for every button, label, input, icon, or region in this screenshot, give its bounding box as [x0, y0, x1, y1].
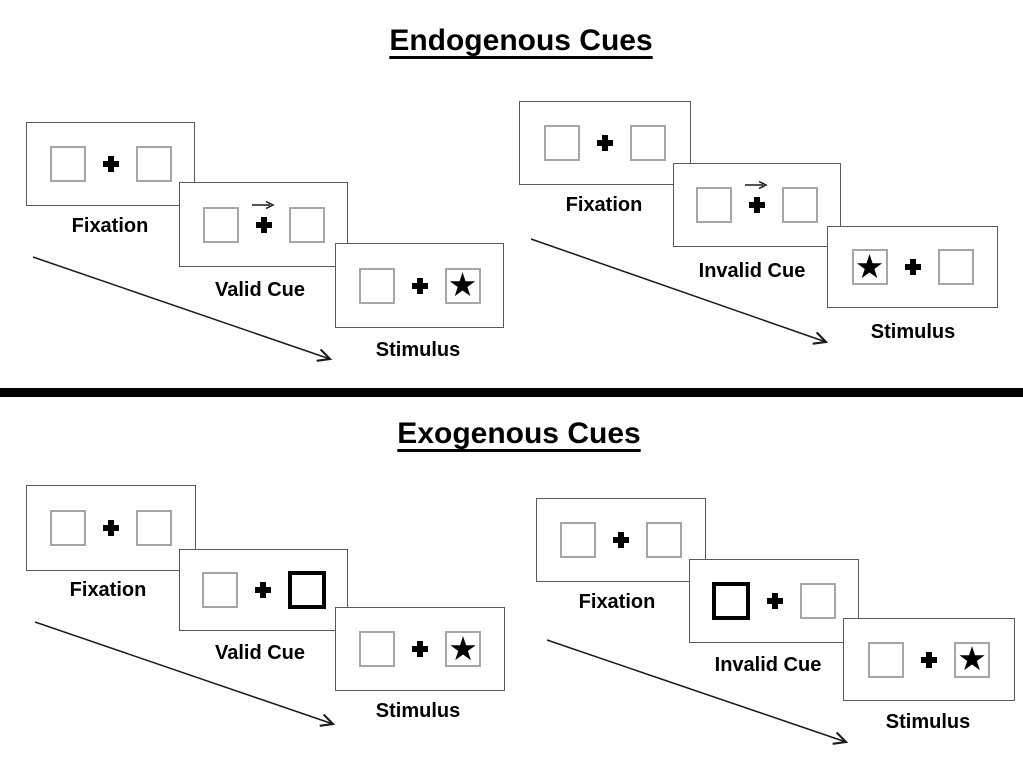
fixation-panel [519, 101, 691, 185]
fixation-cross-icon [411, 277, 428, 294]
exogenous-section-title: Exogenous Cues [397, 417, 641, 450]
star-icon: ★ [957, 639, 987, 678]
section-divider [0, 388, 1023, 397]
fixation-cross-icon [613, 532, 629, 548]
panel-label: Stimulus [885, 711, 971, 733]
sequence-timeline-arrow [34, 621, 336, 727]
star-icon: ★ [447, 265, 478, 304]
left-placeholder-box [50, 510, 86, 546]
left-placeholder-box [49, 146, 86, 182]
fixation-panel [26, 485, 196, 571]
fixation-cross-icon [254, 582, 271, 598]
fixation-cross-icon [412, 641, 428, 657]
star-icon: ★ [448, 628, 478, 668]
highlighted-cue-box [712, 582, 750, 620]
panel-label: Fixation [71, 215, 149, 237]
right-placeholder-box [288, 206, 325, 243]
right-arrow-icon [251, 200, 275, 209]
right-placeholder-box [937, 249, 974, 285]
fixation-panel [26, 122, 195, 206]
right-target-box: ★ [445, 631, 481, 667]
left-target-box: ★ [851, 246, 888, 286]
fixation-cross-icon [921, 651, 937, 668]
left-placeholder-box [560, 522, 596, 558]
fixation-cross-icon [904, 259, 921, 275]
right-placeholder-box [136, 510, 172, 546]
panel-label: Fixation [578, 591, 656, 613]
fixation-cross-icon [102, 156, 119, 172]
right-placeholder-box [782, 187, 818, 223]
sequence-timeline-arrow [32, 256, 333, 362]
panel-label: Fixation [69, 579, 147, 601]
right-placeholder-box [800, 583, 836, 619]
left-placeholder-box [696, 187, 732, 223]
fixation-cross-icon [749, 197, 765, 213]
right-placeholder-box [135, 146, 172, 182]
panel-label: Stimulus [870, 321, 956, 343]
left-placeholder-box [202, 206, 239, 243]
right-placeholder-box [646, 522, 682, 558]
stimulus-panel: ★ [843, 618, 1015, 701]
valid-cue-panel [179, 182, 348, 267]
sequence-timeline-arrow [546, 639, 849, 745]
left-placeholder-box [359, 631, 395, 667]
stimulus-panel: ★ [335, 607, 505, 691]
panel-label: Invalid Cue [698, 260, 806, 282]
fixation-cross-icon [597, 135, 613, 151]
panel-label: Fixation [565, 194, 643, 216]
right-target-box: ★ [954, 639, 990, 678]
valid-cue-panel [179, 549, 348, 631]
star-icon: ★ [854, 246, 885, 286]
right-target-box: ★ [444, 265, 481, 304]
invalid-cue-panel [689, 559, 859, 643]
endogenous-section-title: Endogenous Cues [389, 24, 653, 57]
panel-label: Valid Cue [214, 642, 306, 664]
panel-label: Invalid Cue [714, 654, 822, 676]
left-placeholder-box [358, 267, 395, 304]
invalid-cue-panel [673, 163, 841, 247]
stimulus-panel: ★ [827, 226, 998, 308]
highlighted-cue-box [287, 571, 326, 609]
right-arrow-icon [745, 180, 768, 190]
panel-label: Stimulus [375, 700, 461, 722]
panel-label: Valid Cue [214, 279, 306, 301]
fixation-panel [536, 498, 706, 582]
fixation-cross-icon [255, 216, 272, 233]
stimulus-panel: ★ [335, 243, 504, 328]
left-placeholder-box [868, 641, 904, 678]
left-placeholder-box [544, 125, 580, 161]
fixation-cross-icon [103, 520, 119, 536]
fixation-cross-icon [767, 593, 783, 609]
panel-label: Stimulus [375, 339, 461, 361]
sequence-timeline-arrow [530, 238, 829, 345]
right-placeholder-box [630, 125, 666, 161]
left-placeholder-box [201, 572, 238, 608]
